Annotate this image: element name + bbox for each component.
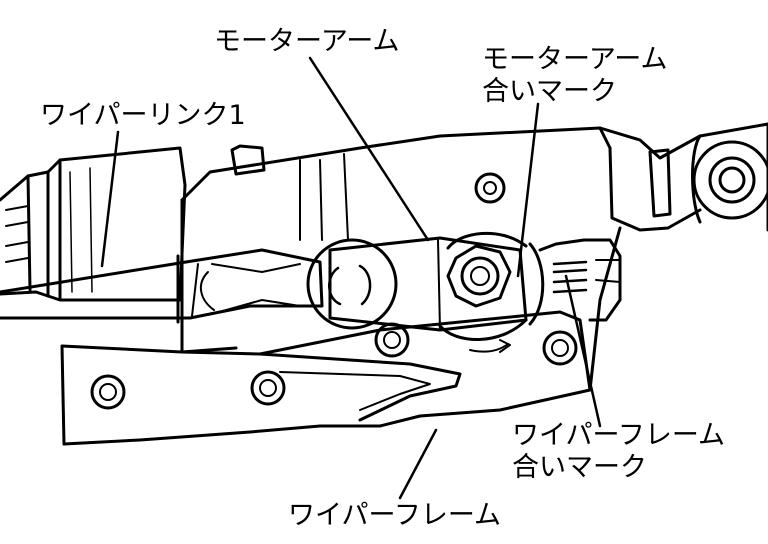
wiper-motor	[0, 144, 266, 302]
leader-motor-arm	[308, 56, 430, 242]
wiper-link-1	[0, 248, 324, 324]
linkage-eye	[691, 124, 768, 232]
wiper-frame	[60, 226, 622, 446]
motor-bracket	[180, 122, 768, 354]
bolt-holes	[90, 172, 578, 410]
label-motor-arm-mark: モーターアーム 合いマーク	[482, 44, 668, 107]
output-shaft-ring	[438, 231, 545, 353]
leader-motor-arm-mark	[516, 102, 540, 278]
leader-wiper-link	[100, 130, 120, 268]
label-wiper-link-1: ワイパーリンク1	[40, 100, 246, 131]
leader-frame-mark	[564, 274, 602, 428]
leader-frame	[398, 428, 438, 500]
label-wiper-frame: ワイパーフレーム	[288, 500, 502, 531]
label-motor-arm: モーターアーム	[214, 26, 400, 57]
motor-arm-nut	[446, 244, 512, 308]
leader-lines	[100, 56, 602, 500]
label-wiper-frame-mark: ワイパーフレーム 合いマーク	[512, 420, 726, 483]
